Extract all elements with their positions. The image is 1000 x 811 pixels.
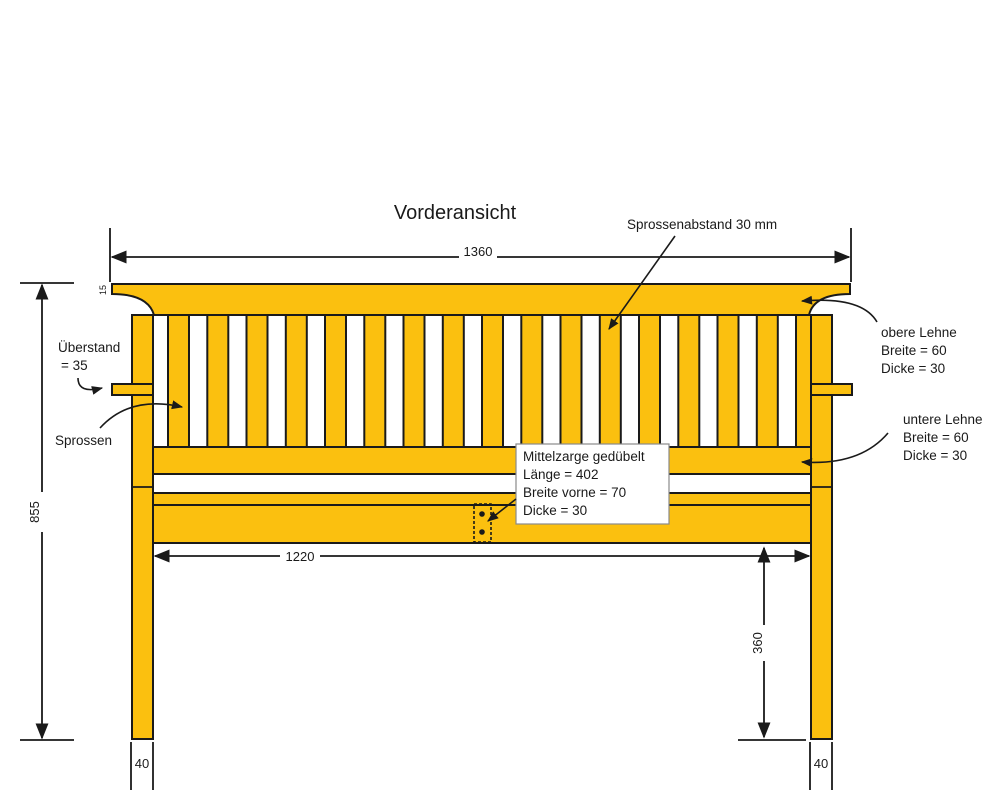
seat-height-label-bg — [748, 625, 768, 661]
right-overhang-rail — [810, 383, 853, 396]
middle-rail-note-box — [515, 443, 670, 525]
slat — [245, 314, 269, 448]
slat — [481, 314, 504, 448]
lower-back-thickness: Dicke = 30 — [903, 448, 967, 463]
total-height-label-bg — [26, 492, 46, 532]
slat — [677, 314, 701, 448]
left-leg — [131, 314, 154, 740]
drawing-title: Vorderansicht — [394, 202, 517, 224]
overhang-label-line1: Überstand — [58, 340, 120, 355]
bench — [111, 283, 853, 740]
slat — [402, 314, 426, 448]
dowel-marker — [473, 503, 492, 543]
left-overhang-rail — [111, 383, 154, 396]
total-width-label-bg — [459, 243, 497, 261]
slats-pointer — [99, 400, 184, 429]
slat — [598, 314, 622, 448]
middle-rail-name: Mittelzarge gedübelt — [523, 449, 645, 464]
slat-spacing-pointer — [608, 235, 676, 330]
slat — [716, 314, 740, 448]
dowel-hole-bottom — [479, 529, 485, 535]
inner-width-label: 1220 — [286, 549, 315, 564]
right-leg — [810, 314, 833, 740]
slat — [167, 314, 190, 448]
slat — [441, 314, 465, 448]
slat — [520, 314, 544, 448]
slat — [363, 314, 387, 448]
slats-label: Sprossen — [55, 433, 112, 448]
seat-height-label: 360 — [750, 632, 765, 654]
slat — [559, 314, 583, 448]
inner-width-label-bg — [280, 548, 320, 566]
apron — [152, 504, 812, 544]
slat — [206, 314, 230, 448]
overhang-pointer — [77, 377, 104, 395]
middle-rail-front-width: Breite vorne = 70 — [523, 485, 626, 500]
upper-back-thickness: Dicke = 30 — [881, 361, 945, 376]
upper-back-name: obere Lehne — [881, 325, 957, 340]
total-height-label: 855 — [27, 501, 42, 523]
left-leg-width-label: 40 — [135, 756, 149, 771]
slat — [324, 314, 347, 448]
lower-back-pointer — [800, 432, 889, 468]
right-leg-width-label: 40 — [814, 756, 828, 771]
slat — [755, 314, 779, 448]
middle-rail-length: Länge = 402 — [523, 467, 598, 482]
slat-spacing-label: Sprossenabstand 30 mm — [627, 217, 777, 232]
lower-back-width: Breite = 60 — [903, 430, 969, 445]
lower-back-name: untere Lehne — [903, 412, 983, 427]
upper-backrest — [111, 283, 851, 316]
middle-rail-pointer — [487, 498, 517, 522]
slats-group — [167, 314, 818, 448]
upper-back-width: Breite = 60 — [881, 343, 947, 358]
lower-backrest — [152, 446, 812, 475]
slat — [284, 314, 308, 448]
middle-rail-thickness: Dicke = 30 — [523, 503, 587, 518]
top-thickness-label: 15 — [98, 285, 108, 295]
total-width-label: 1360 — [464, 244, 493, 259]
upper-back-pointer — [800, 295, 878, 323]
dowel-hole-top — [479, 511, 485, 517]
slat — [638, 314, 661, 448]
overhang-label-line2: = 35 — [61, 358, 88, 373]
